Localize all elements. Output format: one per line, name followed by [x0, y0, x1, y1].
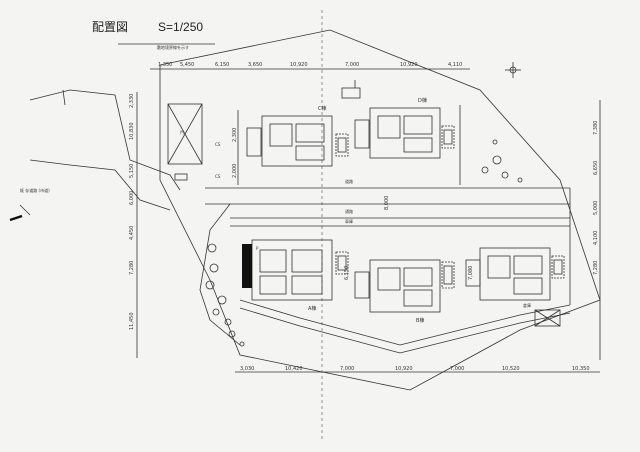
- label-cs: CS: [215, 142, 221, 147]
- label-parking: P: [256, 246, 259, 251]
- label-house-a: A棟: [308, 305, 316, 312]
- house-b-plan: [354, 259, 455, 313]
- approach-arrow-icon: [9, 214, 23, 222]
- house-c-plan: [246, 115, 349, 167]
- dimension-text: 10,420: [285, 366, 303, 372]
- house-a-plan: [251, 239, 349, 301]
- dimension-text: 7,080: [468, 266, 474, 280]
- label-left-note: 既 存道路 (市道): [20, 187, 50, 193]
- label-house-c: C棟: [318, 105, 327, 112]
- inner-boundary-left: [199, 203, 241, 346]
- dimension-text: 7,280: [593, 261, 599, 275]
- approach-road-upper: [29, 89, 181, 191]
- lower-band-1: [239, 299, 571, 346]
- dimension-text: 10,920: [290, 62, 308, 68]
- dimension-text: 1,350: [158, 62, 172, 68]
- label-storage: 倉庫: [523, 302, 531, 308]
- dimension-text: 2,300: [232, 128, 238, 142]
- dimension-text: 7,000: [340, 366, 354, 372]
- dimension-text: 10,520: [502, 366, 520, 372]
- dimension-text: 4,450: [129, 226, 135, 240]
- label-house-b: B棟: [416, 317, 424, 324]
- dims-right-group: 7,380 6,650 5,000 4,100 7,280: [593, 121, 599, 275]
- dimension-text: 7,380: [593, 121, 599, 135]
- storage-box: [534, 309, 561, 327]
- label-tower: 門: [180, 130, 184, 135]
- boundary-note: 敷地境界線を示す: [157, 45, 189, 50]
- title-block: 配置図 S=1/250: [92, 18, 203, 35]
- dimension-text: 7,000: [450, 366, 464, 372]
- label-path: 通路: [345, 208, 353, 214]
- label-access: 車庫: [345, 218, 353, 224]
- approach-edge: [19, 204, 31, 216]
- dimension-text: 11,450: [129, 313, 135, 331]
- dims-left-group: 2,330 10,830 5,150 6,000 4,450 7,280 11,450: [129, 94, 135, 330]
- dimension-text: 10,920: [400, 62, 418, 68]
- label-house-d: D棟: [418, 97, 427, 104]
- dims-top-group: 1,350 5,450 6,150 3,650 10,920 7,000 10,920 4,1…: [158, 62, 462, 68]
- dimension-text: 2,330: [129, 94, 135, 108]
- dimension-text: 6,650: [593, 161, 599, 175]
- house-e-plan: [465, 247, 565, 301]
- dimension-text: 5,150: [129, 164, 135, 178]
- site-boundary: [159, 29, 601, 391]
- existing-lot-cross: [167, 103, 203, 165]
- dimension-text: 7,000: [345, 62, 359, 68]
- dimension-text: 5,450: [180, 62, 194, 68]
- dims-mid-group: 8,000 6,150 7,080 2,300 2,000: [232, 128, 474, 280]
- trees-left: [205, 243, 245, 347]
- existing-lot: [167, 103, 203, 165]
- dims-bottom-group: 3,030 10,420 7,000 10,920 7,000 10,520 10,350: [240, 366, 590, 372]
- garage-solid-block: [242, 244, 252, 288]
- dimension-text: 8,000: [384, 196, 390, 210]
- lower-band-2: [239, 307, 571, 354]
- approach-road-lower: [29, 159, 171, 211]
- dimension-text: 5,000: [593, 201, 599, 215]
- house-d-plan: [354, 107, 455, 159]
- cs-marker: [174, 173, 188, 181]
- dimension-text: 3,030: [240, 366, 254, 372]
- gate-marker: [341, 87, 361, 99]
- dimension-text: 10,920: [395, 366, 413, 372]
- dimension-text: 6,000: [129, 191, 135, 205]
- drawing-title: 配置図: [92, 20, 129, 34]
- approach-edge: [62, 89, 66, 106]
- label-road: 道路: [345, 178, 353, 184]
- trees-right: [481, 139, 523, 183]
- dimension-text: 10,830: [129, 123, 135, 141]
- storage-cross: [534, 309, 561, 327]
- drawing-scale: S=1/250: [158, 20, 204, 34]
- dimension-text: 6,150: [344, 266, 350, 280]
- dimension-text: 4,100: [593, 231, 599, 245]
- dimension-text: 4,110: [448, 62, 462, 68]
- dimension-text: 3,650: [248, 62, 262, 68]
- dimension-text: 2,000: [232, 164, 238, 178]
- label-cs2: CS: [215, 174, 221, 179]
- dimension-text: 6,150: [215, 62, 229, 68]
- dimension-text: 10,350: [572, 366, 590, 372]
- dimension-text: 7,280: [129, 261, 135, 275]
